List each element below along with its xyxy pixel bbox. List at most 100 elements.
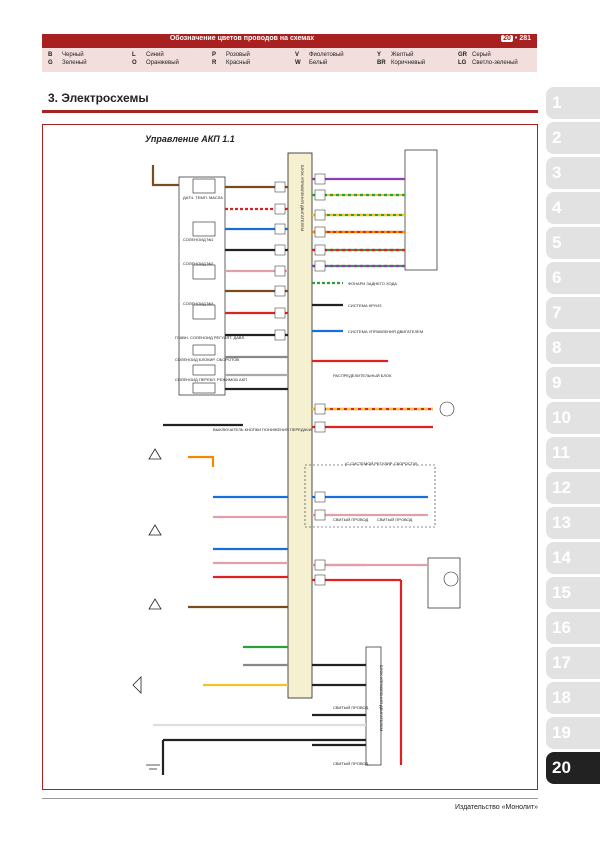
speed-sensor-block [427,557,461,609]
legend-column: GR Серый LG Светло-зеленый [458,51,518,67]
legend-title: Обозначение цветов проводов на схемах [169,35,315,42]
legend-entry: BR Коричневый [377,59,425,67]
transmission-solenoid-block [178,176,226,396]
footer-rule [42,798,538,799]
wiring-diagram: Управление АКП 1.1 [42,124,538,790]
tab-12[interactable]: 12 [546,472,600,504]
ecu-right-block [365,646,382,766]
color-name: Светло-зеленый [472,60,518,66]
tab-3[interactable]: 3 [546,157,600,189]
color-name: Фиолетовый [309,52,344,58]
label-dist-block: РАСПРЕДЕЛИТЕЛЬНЫЙ БЛОК [333,373,392,378]
tab-11[interactable]: 11 [546,437,600,469]
tab-9[interactable]: 9 [546,367,600,399]
tab-16[interactable]: 16 [546,612,600,644]
ecu-block [287,152,313,699]
label-main-solenoid: ГЛАВН. СОЛЕНОИД РЕГУЛЯТ. ДАВЛ. [175,335,245,340]
tab-18[interactable]: 18 [546,682,600,714]
legend-entry: W Белый [295,59,344,67]
section-title: 3. Электросхемы [48,91,149,105]
color-name: Синий [146,52,164,58]
color-code: B [48,52,53,58]
tab-20[interactable]: 20 [546,752,600,784]
color-code: Y [377,52,382,58]
label-temp-sensor: ДАТЧ. ТЕМП. МАСЛА [183,195,223,200]
legend-column: V Фиолетовый W Белый [295,51,344,67]
legend-entry: O Оранжевый [132,59,179,67]
tab-17[interactable]: 17 [546,647,600,679]
color-code: BR [377,60,386,66]
color-name: Оранжевый [146,60,179,66]
label-twisted-3: СВИТЫЙ ПРОВОД [333,705,369,710]
color-code: P [212,52,217,58]
color-code: LG [458,60,467,66]
legend-entry: V Фиолетовый [295,51,344,59]
tab-15[interactable]: 15 [546,577,600,609]
legend-entry: B Черный [48,51,87,59]
label-switch-solenoid: СОЛЕНОИД ПЕРЕКЛ. РЕЖИМОВ АКП [175,377,247,382]
tab-14[interactable]: 14 [546,542,600,574]
color-code: V [295,52,300,58]
tab-13[interactable]: 13 [546,507,600,539]
color-name: Желтый [391,52,414,58]
tab-8[interactable]: 8 [546,332,600,364]
label-solenoid-2: СОЛЕНОИД №2 [183,261,214,266]
color-name: Красный [226,60,251,66]
legend-column: P Розовый R Красный [212,51,250,67]
section-rule [42,110,538,113]
legend-title-bar [42,34,537,48]
tab-10[interactable]: 10 [546,402,600,434]
wire-color-legend: Обозначение цветов проводов на схемах 20… [42,34,537,72]
page-number: 20• 281 [501,35,531,42]
label-lock-solenoid: СОЛЕНОИД БЛОКИР. ОБОРОТОВ [175,357,239,362]
label-ecu-2: БЛОК УПРАВЛЕНИЯ ДВИГАТЕЛЕМ [300,165,305,231]
chapter-badge: 20 [501,35,513,42]
tab-19[interactable]: 19 [546,717,600,749]
color-name: Белый [309,60,328,66]
label-twisted-1: СВИТЫЙ ПРОВОД [333,517,369,522]
legend-entry: GR Серый [458,51,518,59]
label-twisted-4: СВИТЫЙ ПРОВОД [333,761,369,766]
color-code: W [295,60,301,66]
tab-4[interactable]: 4 [546,192,600,224]
legend-entry: Y Желтый [377,51,425,59]
label-downshift: ВЫКЛЮЧАТЕЛЬ КНОПКИ ПОНИЖЕНИЯ ПЕРЕДАЧИ [213,427,312,432]
label-ecu: БЛОК УПРАВЛЕНИЯ ДВИГАТЕЛЕМ [379,665,384,731]
label-twisted-2: СВИТЫЙ ПРОВОД [377,517,413,522]
tab-1[interactable]: 1 [546,87,600,119]
label-cruise: СИСТЕМА КРУИЗ [348,303,382,308]
color-code: GR [458,52,467,58]
color-name: Зеленый [62,60,87,66]
label-solenoid-3: СОЛЕНОИД №3 [183,301,214,306]
legend-entry: R Красный [212,59,250,67]
legend-entry: L Синий [132,51,179,59]
label-reverse-lights: ФОНАРИ ЗАДНЕГО ХОДА [348,281,397,286]
legend-entry: P Розовый [212,51,250,59]
color-name: Серый [472,52,491,58]
color-name: Черный [62,52,84,58]
tab-6[interactable]: 6 [546,262,600,294]
color-code: O [132,60,137,66]
label-cruise-sys: (С СИСТЕМОЙ РЕГУЛИР. СКОРОСТИ) [345,461,418,466]
color-name: Розовый [226,52,250,58]
label-solenoid-1: СОЛЕНОИД №1 [183,237,214,242]
color-code: R [212,60,217,66]
color-name: Коричневый [391,60,426,66]
label-engine-ctrl: СИСТЕМА УПРАВЛЕНИЯ ДВИГАТЕЛЕМ [348,329,423,334]
page-number-value: 281 [519,35,531,42]
tab-5[interactable]: 5 [546,227,600,259]
color-code: L [132,52,136,58]
legend-entry: LG Светло-зеленый [458,59,518,67]
cruise-block [304,464,436,528]
tab-2[interactable]: 2 [546,122,600,154]
legend-column: Y Желтый BR Коричневый [377,51,425,67]
legend-column: L Синий O Оранжевый [132,51,179,67]
wiring-diagram-svg: ДАТЧ. ТЕМП. МАСЛА СОЛЕНОИД №1 СОЛЕНОИД №… [132,149,461,775]
diagram-title: Управление АКП 1.1 [145,134,235,144]
tab-7[interactable]: 7 [546,297,600,329]
publisher-footer: Издательство «Монолит» [454,804,538,811]
